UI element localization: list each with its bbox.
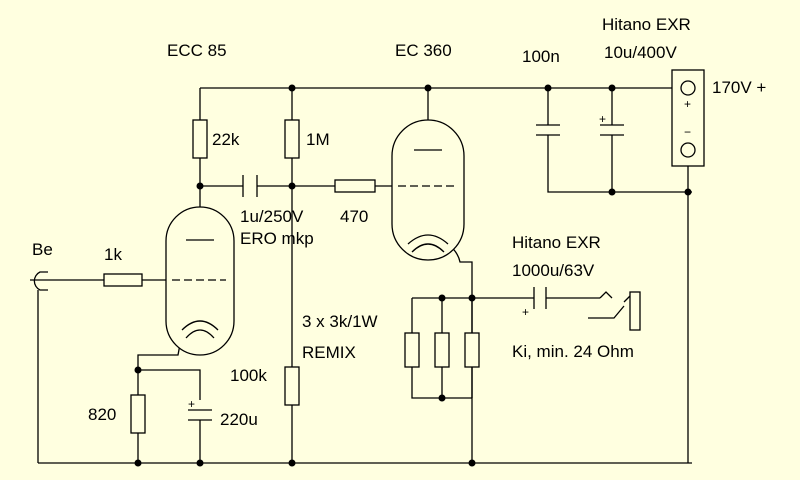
- junction-dots: [134, 84, 692, 467]
- input-connector-icon: [30, 271, 48, 291]
- label-100k: 100k: [230, 366, 267, 385]
- label-22k: 22k: [212, 130, 240, 149]
- capacitor-100n: [536, 124, 560, 136]
- label-100n: 100n: [522, 47, 560, 66]
- label-supply: 170V +: [712, 78, 766, 97]
- capacitor-psu-electrolytic: +: [599, 112, 624, 136]
- label-470: 470: [340, 207, 368, 226]
- label-coupling-type: ERO mkp: [240, 229, 314, 248]
- label-ec360: EC 360: [395, 41, 452, 60]
- label-1m: 1M: [306, 130, 330, 149]
- resistor-22k: [192, 119, 208, 159]
- label-ecc85: ECC 85: [167, 41, 227, 60]
- output-jack-icon: [588, 291, 641, 331]
- capacitor-cathode: +: [188, 397, 212, 421]
- svg-text:+: +: [522, 305, 529, 319]
- svg-text:−: −: [684, 125, 691, 139]
- resistor-3k-a: [404, 332, 420, 368]
- resistor-3k-c: [464, 332, 480, 368]
- label-coupling-cap: 1u/250V: [240, 207, 304, 226]
- svg-text:+: +: [188, 397, 195, 411]
- label-load-res: 3 x 3k/1W: [302, 312, 378, 331]
- tube-ecc85: [165, 206, 235, 356]
- label-load-type: REMIX: [302, 343, 356, 362]
- capacitor-coupling: [242, 175, 258, 197]
- resistor-3k-b: [434, 332, 450, 368]
- tube-ec360: [391, 119, 465, 261]
- resistor-1k: [103, 273, 143, 287]
- label-output: Ki, min. 24 Ohm: [512, 342, 634, 361]
- label-out-cap-brand: Hitano EXR: [512, 233, 601, 252]
- resistor-470: [334, 179, 376, 193]
- label-input: Be: [32, 240, 53, 259]
- label-out-cap: 1000u/63V: [512, 261, 595, 280]
- resistor-100k: [284, 366, 300, 406]
- supply-terminal: + −: [671, 69, 705, 167]
- svg-text:+: +: [599, 112, 606, 126]
- label-820: 820: [88, 405, 116, 424]
- svg-text:+: +: [684, 97, 691, 111]
- label-220u: 220u: [220, 410, 258, 429]
- label-psu-brand: Hitano EXR: [602, 15, 691, 34]
- label-1k: 1k: [104, 245, 122, 264]
- resistor-820: [130, 394, 146, 434]
- resistor-1m: [284, 119, 300, 159]
- capacitor-output: +: [522, 287, 547, 319]
- label-psu-cap: 10u/400V: [604, 43, 677, 62]
